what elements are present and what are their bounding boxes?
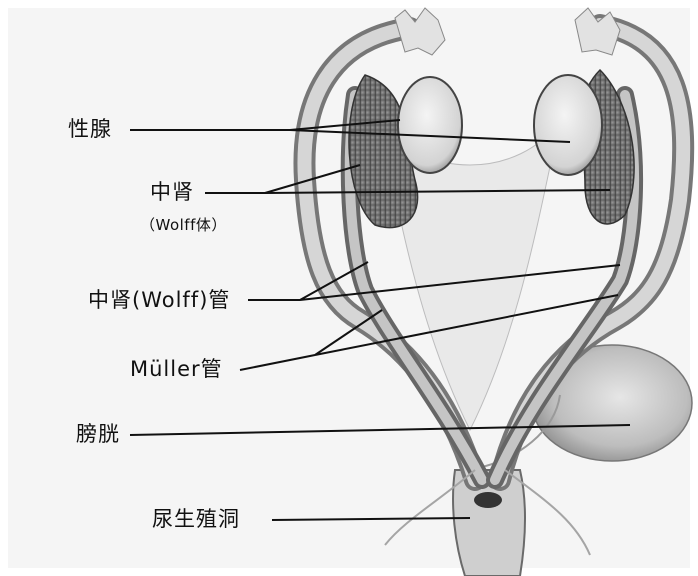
label-mesonephros: 中肾 [150,182,194,203]
label-bladder: 膀胱 [76,424,120,445]
label-urogenital-sinus: 尿生殖洞 [152,509,240,530]
sinus-opening [474,492,502,508]
label-mesonephros-alt: （Wolff体） [140,218,227,233]
label-wolffian-duct: 中肾(Wolff)管 [88,290,230,311]
left-gonad-shape [398,77,462,173]
label-mullerian-duct: Müller管 [130,359,223,380]
label-gonad: 性腺 [68,119,112,140]
right-gonad-shape [534,75,602,175]
